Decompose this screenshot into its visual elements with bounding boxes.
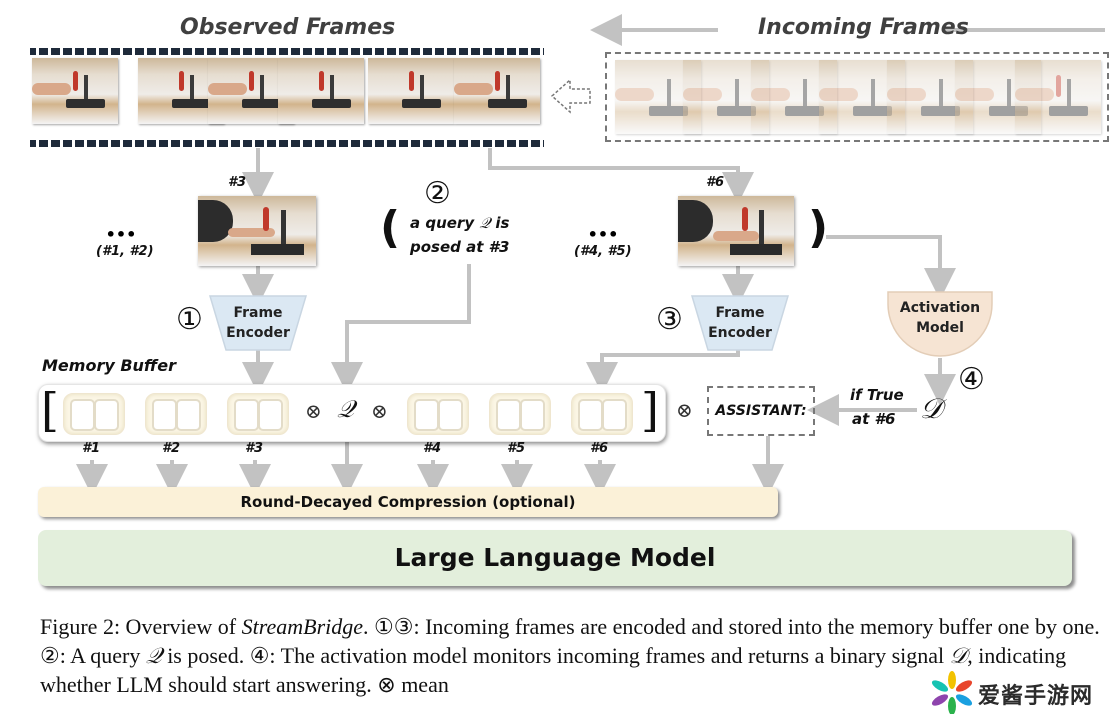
open-paren: ( (380, 202, 401, 253)
query-text-line1: a query 𝒬 is (410, 214, 509, 232)
memory-token-2 (145, 393, 207, 435)
assistant-prompt-box: ASSISTANT: (707, 386, 815, 436)
caption-signal-symbol: 𝒟 (949, 643, 968, 668)
observed-frame (368, 58, 454, 124)
watermark-logo: 爱酱手游网 (930, 670, 1114, 714)
incoming-frame (887, 60, 973, 134)
query-text-pre: a query (410, 214, 480, 232)
signal-condition-line2: at #6 (852, 410, 896, 428)
caption-method-name: StreamBridge (241, 614, 364, 639)
token-label: #2 (162, 441, 181, 456)
observed-frame (278, 58, 364, 124)
incoming-frame (683, 60, 769, 134)
arrow-film-to-f6 (488, 146, 754, 204)
encoder-right-line1: Frame (715, 305, 765, 321)
encoder-left-line2: Encoder (226, 325, 290, 341)
incoming-frame (615, 60, 701, 134)
caption-part3: , indicating whether LLM should start an… (40, 643, 1067, 697)
close-paren: ) (808, 202, 829, 253)
connector-arrows (76, 14, 1105, 496)
mid-frames-dots: ••• (587, 225, 619, 244)
query-text-post: is (490, 214, 510, 232)
activation-model-shape (887, 291, 993, 357)
incoming-frame (955, 60, 1041, 134)
arrow-query-to-buffer (331, 264, 471, 394)
buffer-open-bracket: [ (41, 383, 59, 437)
incoming-frames-title: Incoming Frames (758, 15, 969, 40)
query-symbol: 𝒬 (479, 214, 491, 232)
mid-frames-group: (#4, #5) (574, 244, 632, 259)
signal-symbol: 𝒟 (920, 392, 943, 425)
frame-3-label: #3 (228, 175, 247, 190)
memory-token-3 (227, 393, 289, 435)
observed-frame (32, 58, 118, 124)
encoder-right-line2: Encoder (708, 325, 772, 341)
memory-buffer-title: Memory Buffer (42, 356, 176, 375)
pinwheel-logo-icon (931, 671, 973, 714)
activation-line2: Model (916, 320, 964, 336)
token-label: #3 (245, 441, 264, 456)
caption-part2: is posed. ④: The activation model monito… (161, 643, 950, 668)
step-4-marker: ④ (958, 362, 985, 397)
memory-token-1 (63, 393, 125, 435)
token-label: #5 (507, 441, 526, 456)
figure-caption: Figure 2: Overview of StreamBridge. ①③: … (40, 612, 1100, 699)
round-decayed-compression: Round-Decayed Compression (optional) (38, 487, 778, 517)
encoder-left-line1: Frame (233, 305, 283, 321)
prev-frames-group: (#1, #2) (96, 244, 154, 259)
memory-token-6 (571, 393, 633, 435)
step-2-marker: ② (424, 176, 451, 211)
encoder-trapezoid-shape (208, 295, 308, 351)
query-text-line2: posed at #3 (410, 238, 510, 256)
step-3-marker: ③ (656, 302, 683, 337)
observed-frame (454, 58, 540, 124)
incoming-frames-box (605, 52, 1109, 142)
memory-token-4 (407, 393, 469, 435)
incoming-frame (819, 60, 905, 134)
step-1-marker: ① (176, 302, 203, 337)
dashed-left-arrow-icon (550, 78, 591, 114)
observed-filmstrip (30, 48, 544, 148)
buffer-query-symbol: 𝒬 (337, 395, 355, 423)
activation-line1: Activation (899, 300, 981, 316)
otimes-symbol: ⊗ (371, 399, 388, 423)
watermark-text: 爱酱手游网 (978, 684, 1094, 709)
incoming-frame (751, 60, 837, 134)
large-language-model: Large Language Model (38, 530, 1072, 586)
frame-6-thumbnail (678, 196, 794, 266)
film-perforation-top (30, 48, 544, 55)
caption-part1: . ①③: Incoming frames are encoded and st… (40, 614, 1100, 668)
token-label: #4 (423, 441, 442, 456)
incoming-frame (1015, 60, 1101, 134)
frame-3-thumbnail (198, 196, 316, 266)
signal-condition-line1: if True (850, 386, 904, 404)
buffer-close-bracket: ] (641, 383, 659, 437)
memory-token-5 (489, 393, 551, 435)
arrow-encoder-right-to-buffer (586, 348, 740, 394)
caption-query-symbol: 𝒬 (145, 643, 162, 668)
observed-frames-title: Observed Frames (180, 15, 396, 40)
token-label: #6 (590, 441, 609, 456)
arrow-f6-to-activation (826, 235, 956, 300)
prev-frames-dots: ••• (105, 225, 137, 244)
film-perforation-bottom (30, 140, 544, 147)
encoder-trapezoid-shape (690, 295, 790, 351)
memory-buffer: [ ⊗ 𝒬 ⊗ ] (38, 384, 666, 442)
otimes-symbol: ⊗ (305, 399, 322, 423)
frame-6-label: #6 (706, 175, 725, 190)
activation-model: Activation Model (886, 290, 994, 360)
token-label: #1 (82, 441, 101, 456)
caption-prefix: Figure 2: Overview of (40, 614, 242, 639)
otimes-symbol: ⊗ (676, 398, 693, 422)
